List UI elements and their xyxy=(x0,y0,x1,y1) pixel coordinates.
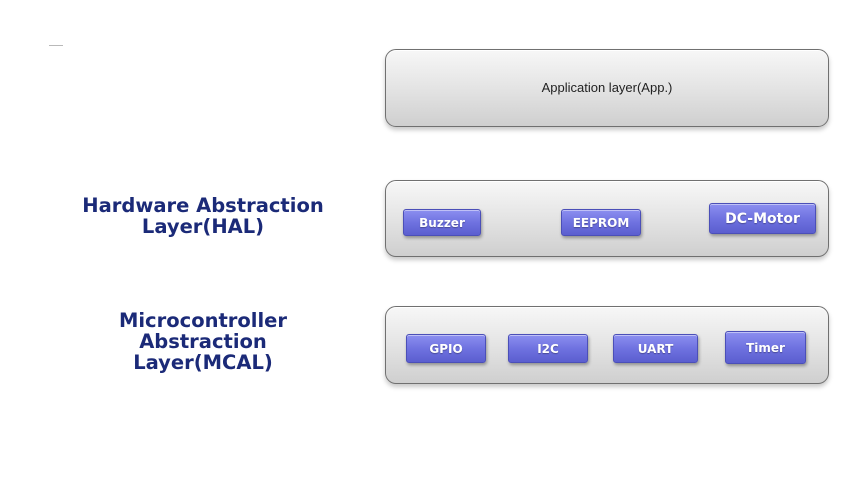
module-timer: Timer xyxy=(725,331,806,364)
module-gpio: GPIO xyxy=(406,334,486,363)
application-layer-box: Application layer(App.) xyxy=(385,49,829,127)
module-eeprom: EEPROM xyxy=(561,209,641,236)
hal-layer-box: Buzzer EEPROM DC-Motor xyxy=(385,180,829,257)
mcal-layer-box: GPIO I2C UART Timer xyxy=(385,306,829,384)
hal-side-label: Hardware Abstraction Layer(HAL) xyxy=(82,194,324,238)
module-i2c: I2C xyxy=(508,334,588,363)
application-layer-label: Application layer(App.) xyxy=(541,80,673,95)
mcal-side-label: Microcontroller Abstraction Layer(MCAL) xyxy=(118,309,288,374)
module-uart: UART xyxy=(613,334,698,363)
module-buzzer: Buzzer xyxy=(403,209,481,236)
decorative-dash xyxy=(49,45,63,46)
module-dc-motor: DC-Motor xyxy=(709,203,816,234)
